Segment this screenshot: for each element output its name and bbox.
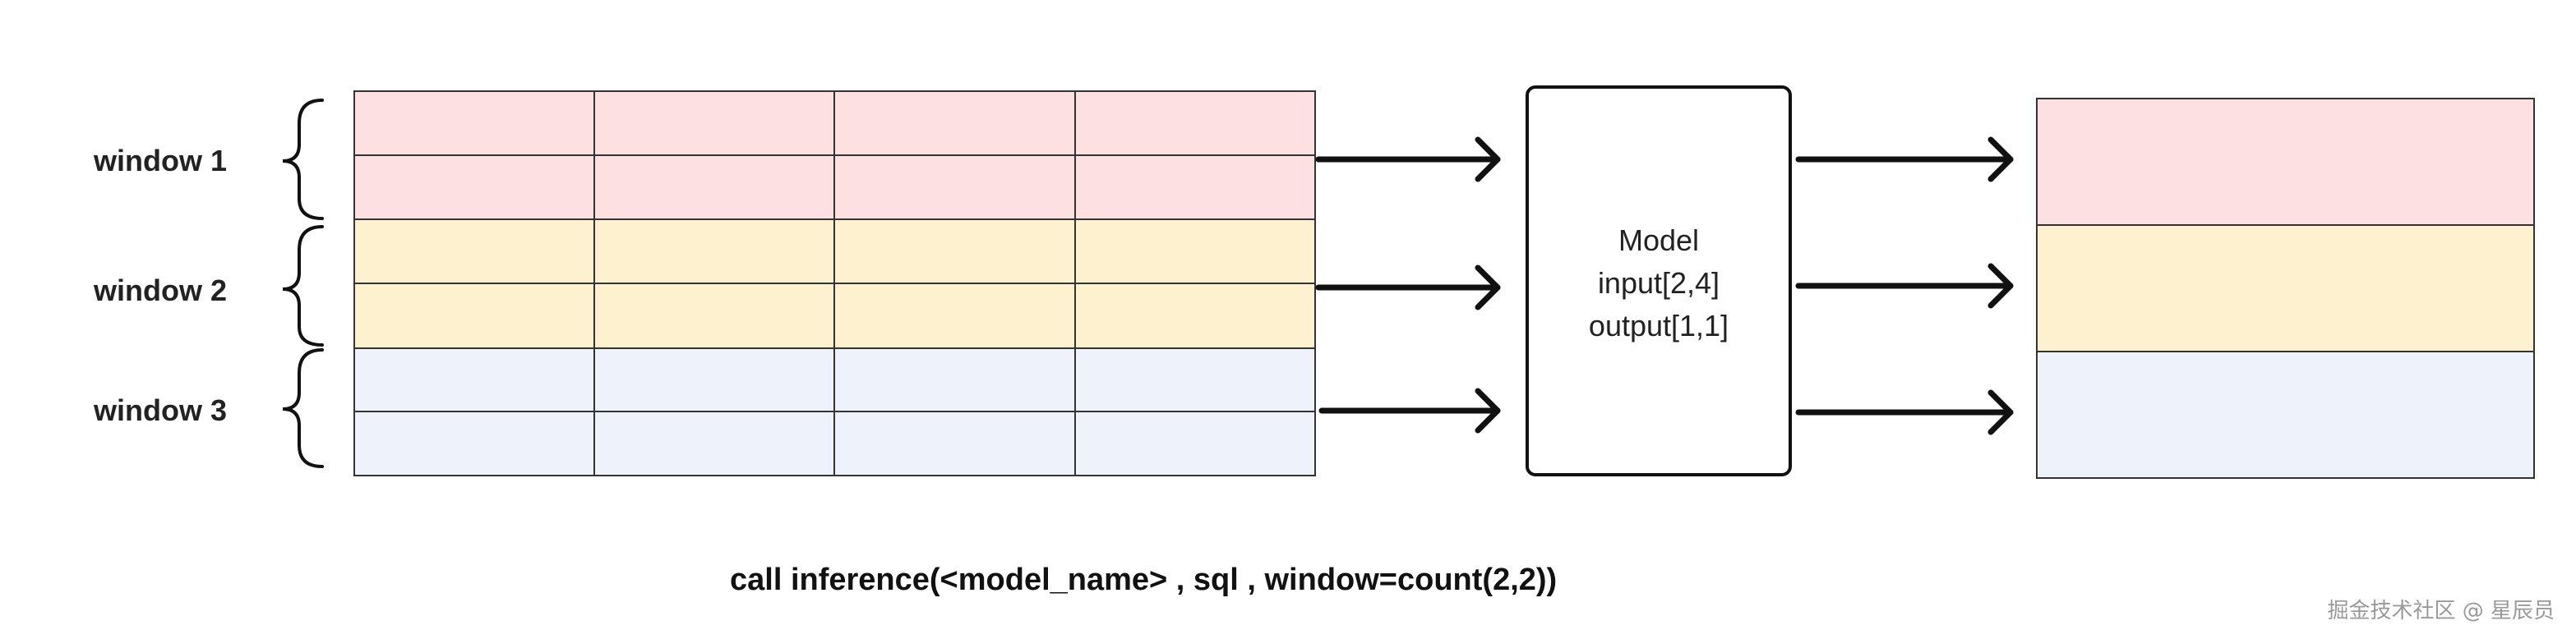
output-cell-2 bbox=[2037, 225, 2534, 352]
model-title: Model bbox=[1618, 223, 1699, 257]
output-cell-1 bbox=[2037, 99, 2534, 225]
arrow-window-1-to-model bbox=[1315, 136, 1501, 182]
window-1-brace bbox=[282, 99, 324, 220]
output-cell-3 bbox=[2037, 352, 2534, 478]
output-table-grid bbox=[2036, 98, 2535, 479]
arrow-window-3-to-model bbox=[1318, 388, 1501, 434]
arrow-model-to-output-1 bbox=[1795, 136, 2014, 182]
window-3-brace bbox=[282, 348, 324, 468]
window-1-label: window 1 bbox=[93, 144, 227, 177]
model-output-shape: output[1,1] bbox=[1589, 309, 1729, 342]
window-2-brace bbox=[282, 225, 324, 347]
model-input-shape: input[2,4] bbox=[1598, 266, 1720, 300]
arrow-model-to-output-3 bbox=[1795, 389, 2014, 435]
watermark: 掘金技术社区 @ 星辰员 bbox=[2327, 599, 2555, 623]
window-3-label: window 3 bbox=[93, 393, 227, 427]
model-box bbox=[1526, 85, 1792, 476]
inference-call-caption: call inference(<model_name> , sql , wind… bbox=[730, 563, 1557, 597]
window-2-label: window 2 bbox=[93, 274, 227, 307]
input-table-grid bbox=[353, 90, 1316, 476]
arrow-window-2-to-model bbox=[1315, 264, 1501, 310]
arrow-model-to-output-2 bbox=[1795, 263, 2014, 309]
